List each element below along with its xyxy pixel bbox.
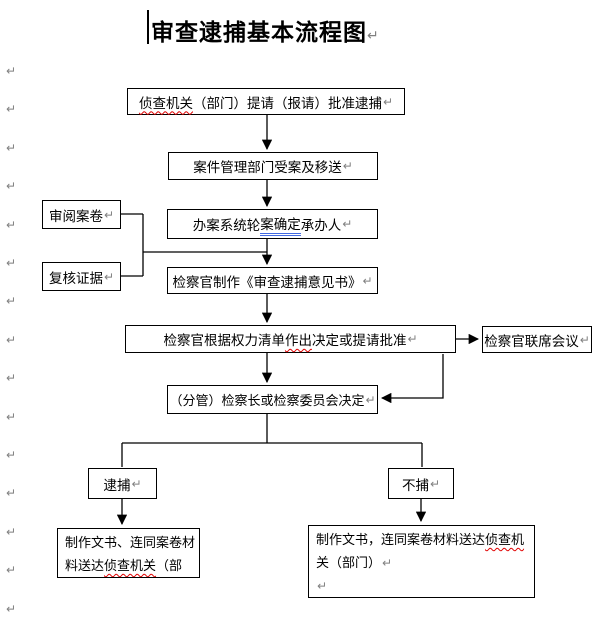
box-label: 决定或提请批准 [311, 333, 407, 349]
paragraph-mark: ↵ [6, 601, 17, 616]
paragraph-mark: ↵ [362, 273, 373, 288]
flow-box-assign-handler[interactable]: 办案系统轮案确定承办人↵ [167, 209, 378, 239]
box-label: 办案系统轮 [192, 218, 261, 234]
flow-box-case-management[interactable]: 案件管理部门受案及移送↵ [168, 152, 378, 180]
box-label: 侦查机关 [138, 95, 193, 112]
box-label: 检察官联席会议 [484, 333, 579, 350]
paragraph-mark: ↵ [6, 524, 17, 539]
box-label: 承办人 [300, 218, 342, 234]
box-label: 关（部门） [316, 556, 382, 571]
paragraph-mark: ↵ [429, 476, 441, 491]
paragraph-mark: ↵ [317, 579, 328, 593]
box-line: 关（部门）↵ [316, 552, 532, 575]
paragraph-mark: ↵ [6, 256, 17, 270]
box-label: 复核证据 [48, 270, 103, 287]
flow-box-request-arrest[interactable]: 侦查机关（部门）提请（报请）批准逮捕↵ [127, 88, 405, 115]
flow-box-no-arrest[interactable]: 不捕↵ [388, 468, 454, 499]
flow-box-arrest[interactable]: 逮捕↵ [88, 468, 157, 499]
flow-box-deliver-arrest-docs[interactable]: 制作文书、连同案卷材 料送达侦查机关（部 [57, 528, 200, 578]
box-label: 料送达 [65, 559, 105, 574]
paragraph-mark: ↵ [6, 217, 17, 232]
box-label: 作出 [284, 333, 312, 349]
paragraph-mark: ↵ [382, 556, 393, 570]
flow-box-joint-meeting[interactable]: 检察官联席会议↵ [482, 326, 592, 353]
box-label: 检察官制作《审查逮捕意见书》 [172, 274, 362, 291]
box-line: ↵ [316, 575, 532, 597]
box-label: 审阅案卷 [48, 208, 103, 225]
paragraph-mark: ↵ [6, 371, 17, 386]
box-label: 侦查机 [485, 533, 525, 548]
paragraph-mark: ↵ [6, 448, 17, 462]
paragraph-mark: ↵ [579, 332, 590, 347]
flow-box-review-files[interactable]: 审阅案卷↵ [42, 200, 121, 229]
box-line: 制作文书，连同案卷材料送达侦查机 [316, 529, 532, 552]
box-label: 制作文书、连同案卷材 [65, 536, 196, 551]
paragraph-mark: ↵ [6, 294, 17, 309]
paragraph-mark: ↵ [6, 64, 17, 78]
paragraph-mark: ↵ [6, 409, 17, 424]
paragraph-mark: ↵ [6, 179, 17, 194]
paragraph-mark: ↵ [6, 486, 17, 501]
paragraph-mark: ↵ [103, 207, 115, 222]
paragraph-mark: ↵ [6, 563, 17, 578]
box-label: （分管）检察长或检察委员会决定 [169, 394, 365, 409]
box-line: 料送达侦查机关（部 [65, 555, 197, 577]
paragraph-mark: ↵ [6, 332, 17, 347]
paragraph-mark: ↵ [382, 94, 394, 109]
box-label: 不捕 [401, 477, 429, 494]
box-label: （部 [156, 559, 183, 574]
box-label: 侦查机关 [104, 559, 157, 574]
box-label: 案确定 [260, 213, 301, 236]
box-line: 制作文书、连同案卷材 [65, 532, 197, 555]
paragraph-mark: ↵ [103, 269, 115, 284]
paragraph-mark: ↵ [342, 159, 353, 173]
box-label: 制作文书，连同案卷材料送达 [316, 533, 486, 548]
box-label: 检察官根据权力清单 [163, 333, 285, 349]
paragraph-mark: ↵ [407, 332, 418, 346]
paragraph-mark: ↵ [342, 217, 353, 231]
flow-box-verify-evidence[interactable]: 复核证据↵ [42, 262, 121, 291]
paragraph-mark: ↵ [6, 140, 17, 155]
flow-box-draft-opinion[interactable]: 检察官制作《审查逮捕意见书》↵ [167, 267, 378, 294]
paragraph-mark: ↵ [131, 476, 142, 491]
paragraph-mark: ↵ [367, 28, 379, 44]
page-title: 审查逮捕基本流程图↵ [151, 13, 379, 47]
paragraph-mark: ↵ [365, 392, 376, 407]
box-label: （部门）提请（报请）批准逮捕 [192, 95, 382, 112]
page-title-text: 审查逮捕基本流程图 [151, 20, 367, 46]
flow-box-chief-decision[interactable]: （分管）检察长或检察委员会决定↵ [167, 385, 378, 414]
box-label: 案件管理部门受案及移送 [193, 160, 342, 176]
flow-box-deliver-noarrest-docs[interactable]: 制作文书，连同案卷材料送达侦查机 关（部门）↵ ↵ [308, 525, 535, 598]
box-label: 逮捕 [103, 477, 131, 494]
text-cursor [147, 10, 149, 44]
flow-box-prosecutor-decision[interactable]: 检察官根据权力清单作出决定或提请批准↵ [125, 325, 456, 353]
paragraph-mark: ↵ [6, 102, 17, 117]
